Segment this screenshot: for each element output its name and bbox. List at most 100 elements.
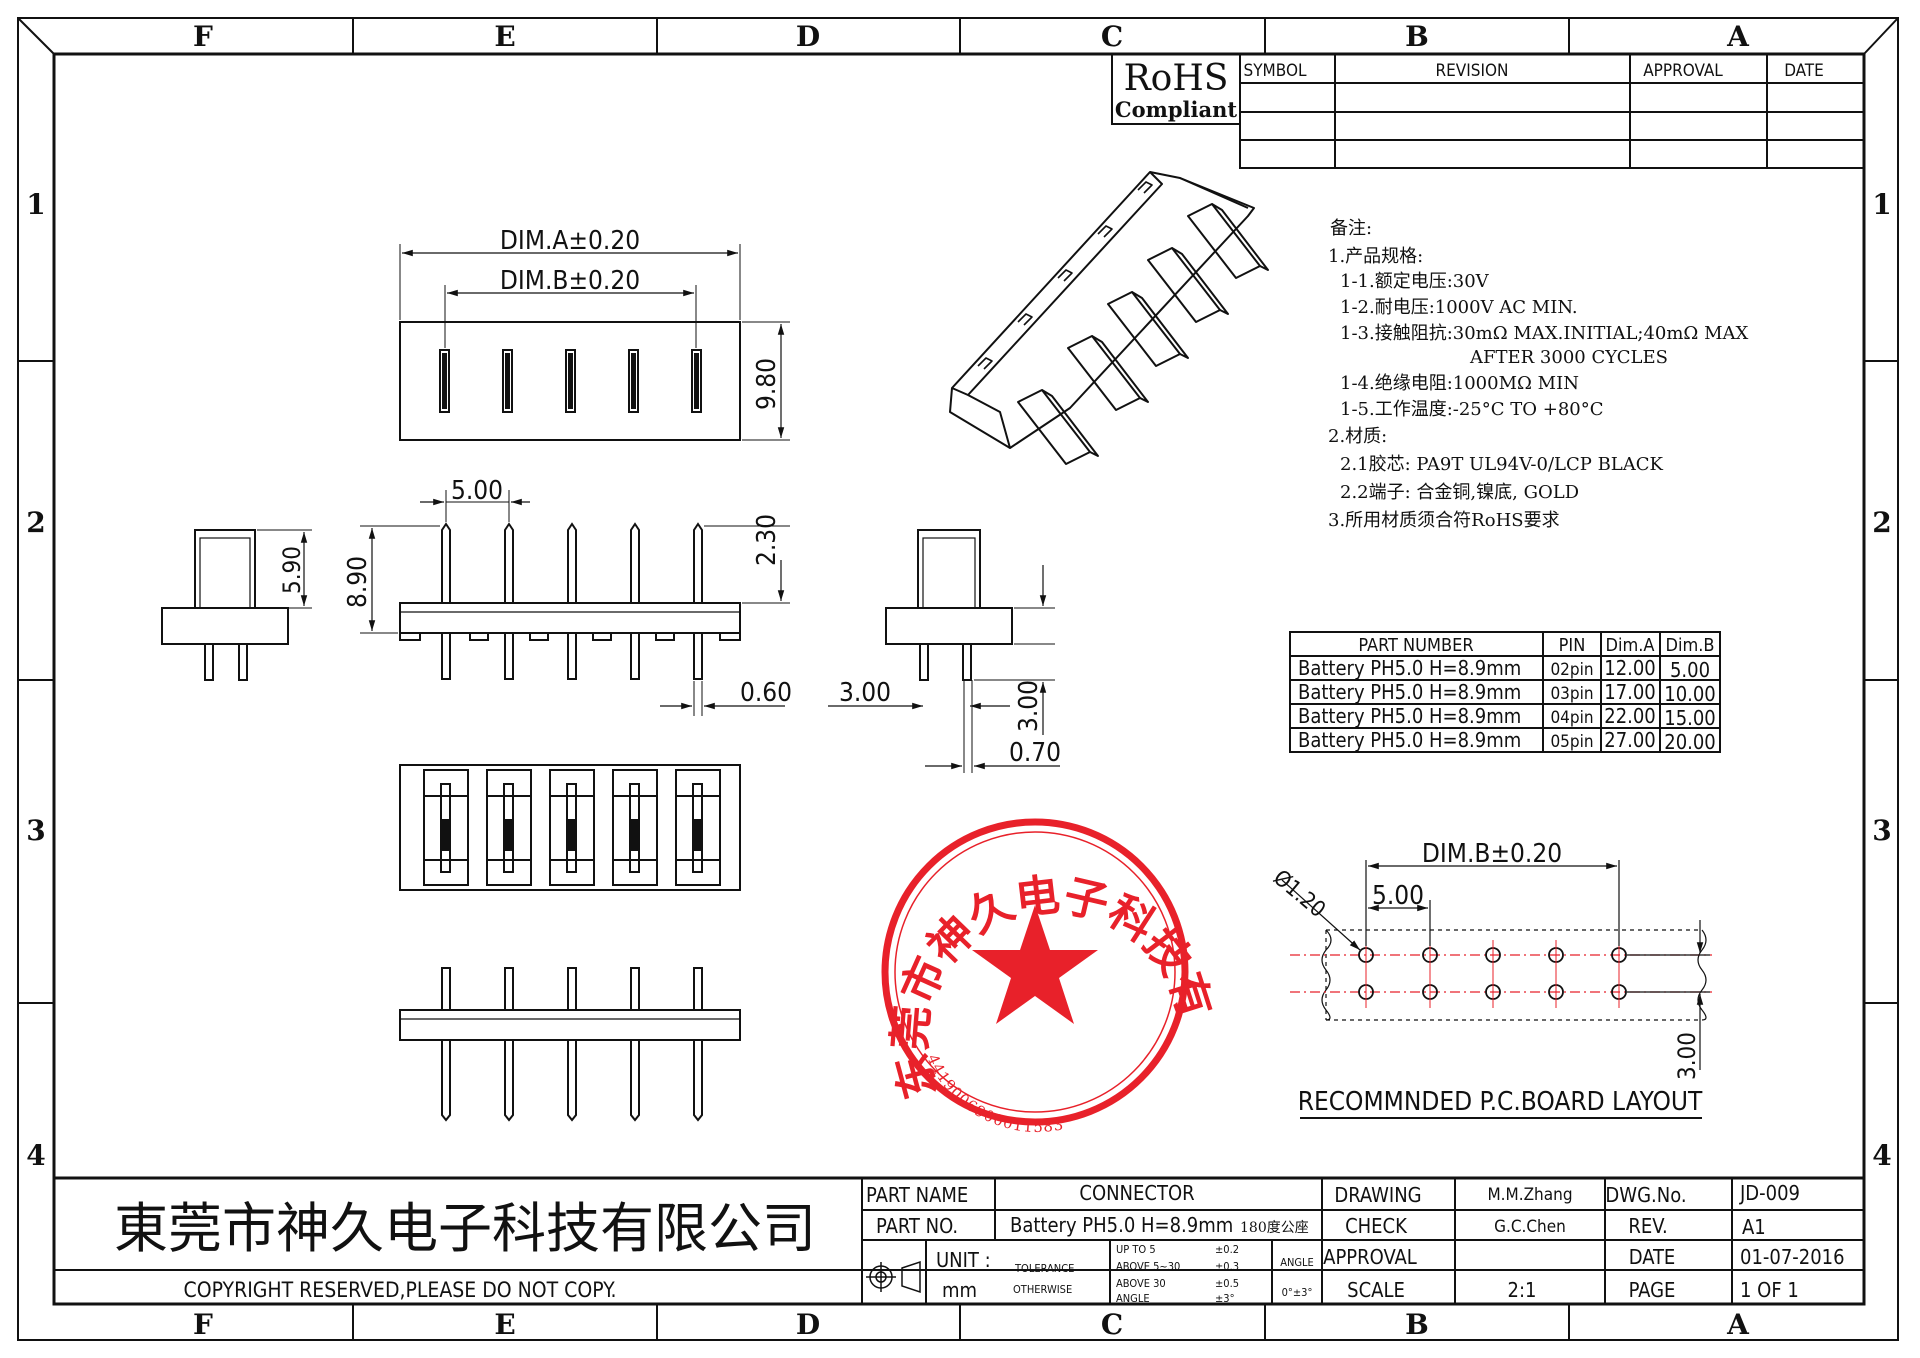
part-no-suffix: 180度公座	[1240, 1220, 1309, 1236]
tol-range: UP TO 5	[1116, 1243, 1156, 1256]
col-label: E	[494, 20, 515, 53]
left-side-view	[161, 529, 312, 681]
right-side-view	[828, 529, 1060, 773]
col-label: F	[193, 20, 213, 53]
dim-300b-label: 3.00	[1014, 680, 1044, 732]
rev-header-revision: REVISION	[1436, 61, 1509, 81]
check-value: G.C.Chen	[1494, 1217, 1566, 1237]
pt-header: Dim.B	[1666, 635, 1715, 656]
col-label: D	[796, 1308, 820, 1341]
row-label: 1	[26, 188, 45, 221]
title-block-lines	[54, 1176, 1864, 1304]
dim-a-label: DIM.A±0.20	[500, 226, 640, 256]
col-label: A	[1726, 20, 1750, 53]
pt-header: PIN	[1559, 635, 1586, 656]
bottom-view-cavities	[423, 769, 721, 886]
note-line: 3.所用材质须合符RoHS要求	[1328, 510, 1560, 531]
rohs-box: RoHS Compliant	[1111, 53, 1241, 125]
tol-range: ABOVE 30	[1116, 1277, 1166, 1290]
row-label: 4	[26, 1139, 45, 1172]
pt-cell: 04pin	[1550, 708, 1593, 728]
pt-cell: Battery PH5.0 H=8.9mm	[1298, 704, 1521, 728]
sheet-frame	[17, 17, 1899, 1341]
tolerance-label: TOLERANCE	[1014, 1262, 1074, 1275]
dim-060-label: 0.60	[740, 678, 792, 708]
pt-header: PART NUMBER	[1358, 635, 1473, 656]
page-label: PAGE	[1629, 1278, 1676, 1302]
scale-value: 2:1	[1508, 1278, 1537, 1302]
top-view	[399, 244, 790, 441]
note-line: 1-1.额定电压:30V	[1340, 271, 1490, 292]
pt-cell: 05pin	[1550, 732, 1593, 752]
top-view-pin-slots	[439, 349, 702, 413]
tol-range: ANGLE	[1116, 1292, 1150, 1305]
otherwise-label: OTHERWISE	[1013, 1283, 1072, 1296]
dim-590-label: 5.90	[278, 546, 306, 594]
col-label: A	[1726, 1308, 1750, 1341]
rohs-subtitle: Compliant	[1115, 97, 1237, 122]
page-value: 1 OF 1	[1740, 1278, 1799, 1302]
rev-header-approval: APPROVAL	[1643, 61, 1723, 81]
pt-cell: 5.00	[1670, 658, 1710, 682]
angle-value: 0°±3°	[1282, 1286, 1313, 1299]
row-label: 2	[26, 506, 45, 539]
svg-text:4419006900011583: 4419006900011583	[924, 1051, 1066, 1136]
rear-view	[399, 967, 741, 1122]
title-block-text: PART NAME CONNECTOR PART NO. Battery PH5…	[866, 1181, 1845, 1305]
note-line: AFTER 3000 CYCLES	[1469, 347, 1668, 368]
copyright-note: COPYRIGHT RESERVED,PLEASE DO NOT COPY.	[184, 1278, 617, 1302]
col-label: E	[494, 1308, 515, 1341]
pcb-dim-b-label: DIM.B±0.20	[1422, 839, 1562, 869]
revision-table	[1239, 53, 1865, 169]
drawing-value: M.M.Zhang	[1487, 1185, 1572, 1205]
dim-b-label: DIM.B±0.20	[500, 266, 640, 296]
dwg-label: DWG.No.	[1605, 1183, 1686, 1207]
dim-500-label: 5.00	[451, 476, 503, 506]
pt-cell: 17.00	[1604, 680, 1656, 704]
pt-cell: 27.00	[1604, 728, 1656, 752]
tol-value: ±0.2	[1215, 1243, 1239, 1256]
rev-value: A1	[1742, 1215, 1766, 1239]
note-line: 1-3.接触阻抗:30mΩ MAX.INITIAL;40mΩ MAX	[1340, 323, 1749, 344]
row-label: 2	[1872, 506, 1891, 539]
approval-label: APPROVAL	[1323, 1245, 1417, 1269]
tol-range: ABOVE 5~30	[1116, 1260, 1180, 1273]
col-label: B	[1405, 1308, 1429, 1341]
pcb-500-label: 5.00	[1372, 881, 1424, 911]
pcb-layout	[1281, 860, 1712, 1119]
front-view-pins-top	[441, 522, 703, 604]
pt-cell: 02pin	[1550, 660, 1593, 680]
pt-cell: Battery PH5.0 H=8.9mm	[1298, 728, 1521, 752]
scale-label: SCALE	[1347, 1278, 1405, 1302]
notes-block: 备注: 1.产品规格: 1-1.额定电压:30V 1-2.耐电压:1000V A…	[1328, 218, 1749, 531]
rev-label: REV.	[1628, 1214, 1667, 1238]
pcb-hole-label: Ø1.20	[1268, 865, 1330, 922]
bottom-view	[399, 764, 741, 891]
pt-cell: 10.00	[1664, 682, 1716, 706]
row-labels: 1 2 3 4 1 2 3 4	[26, 188, 1891, 1172]
col-label: F	[193, 1308, 213, 1341]
note-line: 1-5.工作温度:-25°C TO +80°C	[1340, 399, 1604, 420]
part-no-label: PART NO.	[876, 1214, 958, 1238]
rohs-title: RoHS	[1124, 58, 1229, 99]
angle-label: ANGLE	[1280, 1256, 1314, 1269]
dim-890-label: 8.90	[343, 556, 373, 608]
company-name: 東莞市神久电子科技有限公司	[114, 1197, 816, 1260]
pt-cell: 22.00	[1604, 704, 1656, 728]
row-label: 1	[1872, 188, 1891, 221]
dim-300a-label: 3.00	[839, 678, 891, 708]
pcb-300-label: 3.00	[1673, 1032, 1701, 1080]
column-labels: F E D C B A F E D C B A	[193, 20, 1750, 1341]
pt-cell: 12.00	[1604, 656, 1656, 680]
projection-symbol-icon	[866, 1260, 921, 1294]
part-name-label: PART NAME	[866, 1183, 968, 1207]
drawing-label: DRAWING	[1334, 1183, 1421, 1207]
pt-header: Dim.A	[1606, 635, 1655, 656]
note-line: 1.产品规格:	[1328, 246, 1423, 267]
tol-value: ±3°	[1215, 1292, 1235, 1305]
pcb-layout-title: RECOMMNDED P.C.BOARD LAYOUT	[1298, 1087, 1703, 1117]
note-line: 1-4.绝缘电阻:1000MΩ MIN	[1340, 373, 1579, 394]
row-label: 3	[1872, 814, 1891, 847]
col-label: B	[1405, 20, 1429, 53]
